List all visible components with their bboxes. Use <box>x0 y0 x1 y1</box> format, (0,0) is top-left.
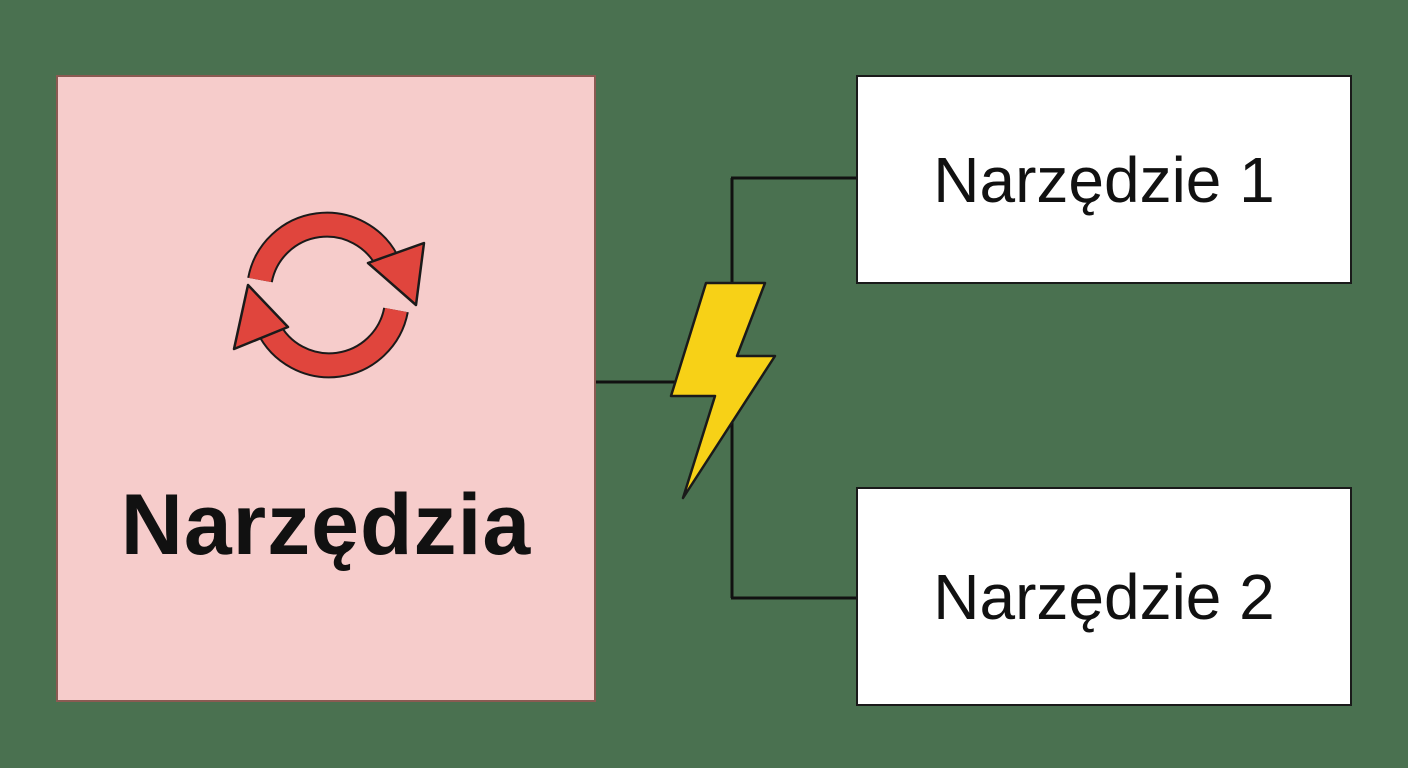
tool-label-2: Narzędzie 2 <box>933 560 1275 633</box>
tool-label-1: Narzędzie 1 <box>933 143 1275 216</box>
lightning-bolt-icon <box>669 281 777 500</box>
refresh-icon <box>232 211 426 379</box>
main-node-label: Narzędzia <box>120 477 532 573</box>
tool-box-1: Narzędzie 1 <box>856 75 1352 284</box>
main-node-box: Narzędzia <box>56 75 596 702</box>
tool-box-2: Narzędzie 2 <box>856 487 1352 706</box>
